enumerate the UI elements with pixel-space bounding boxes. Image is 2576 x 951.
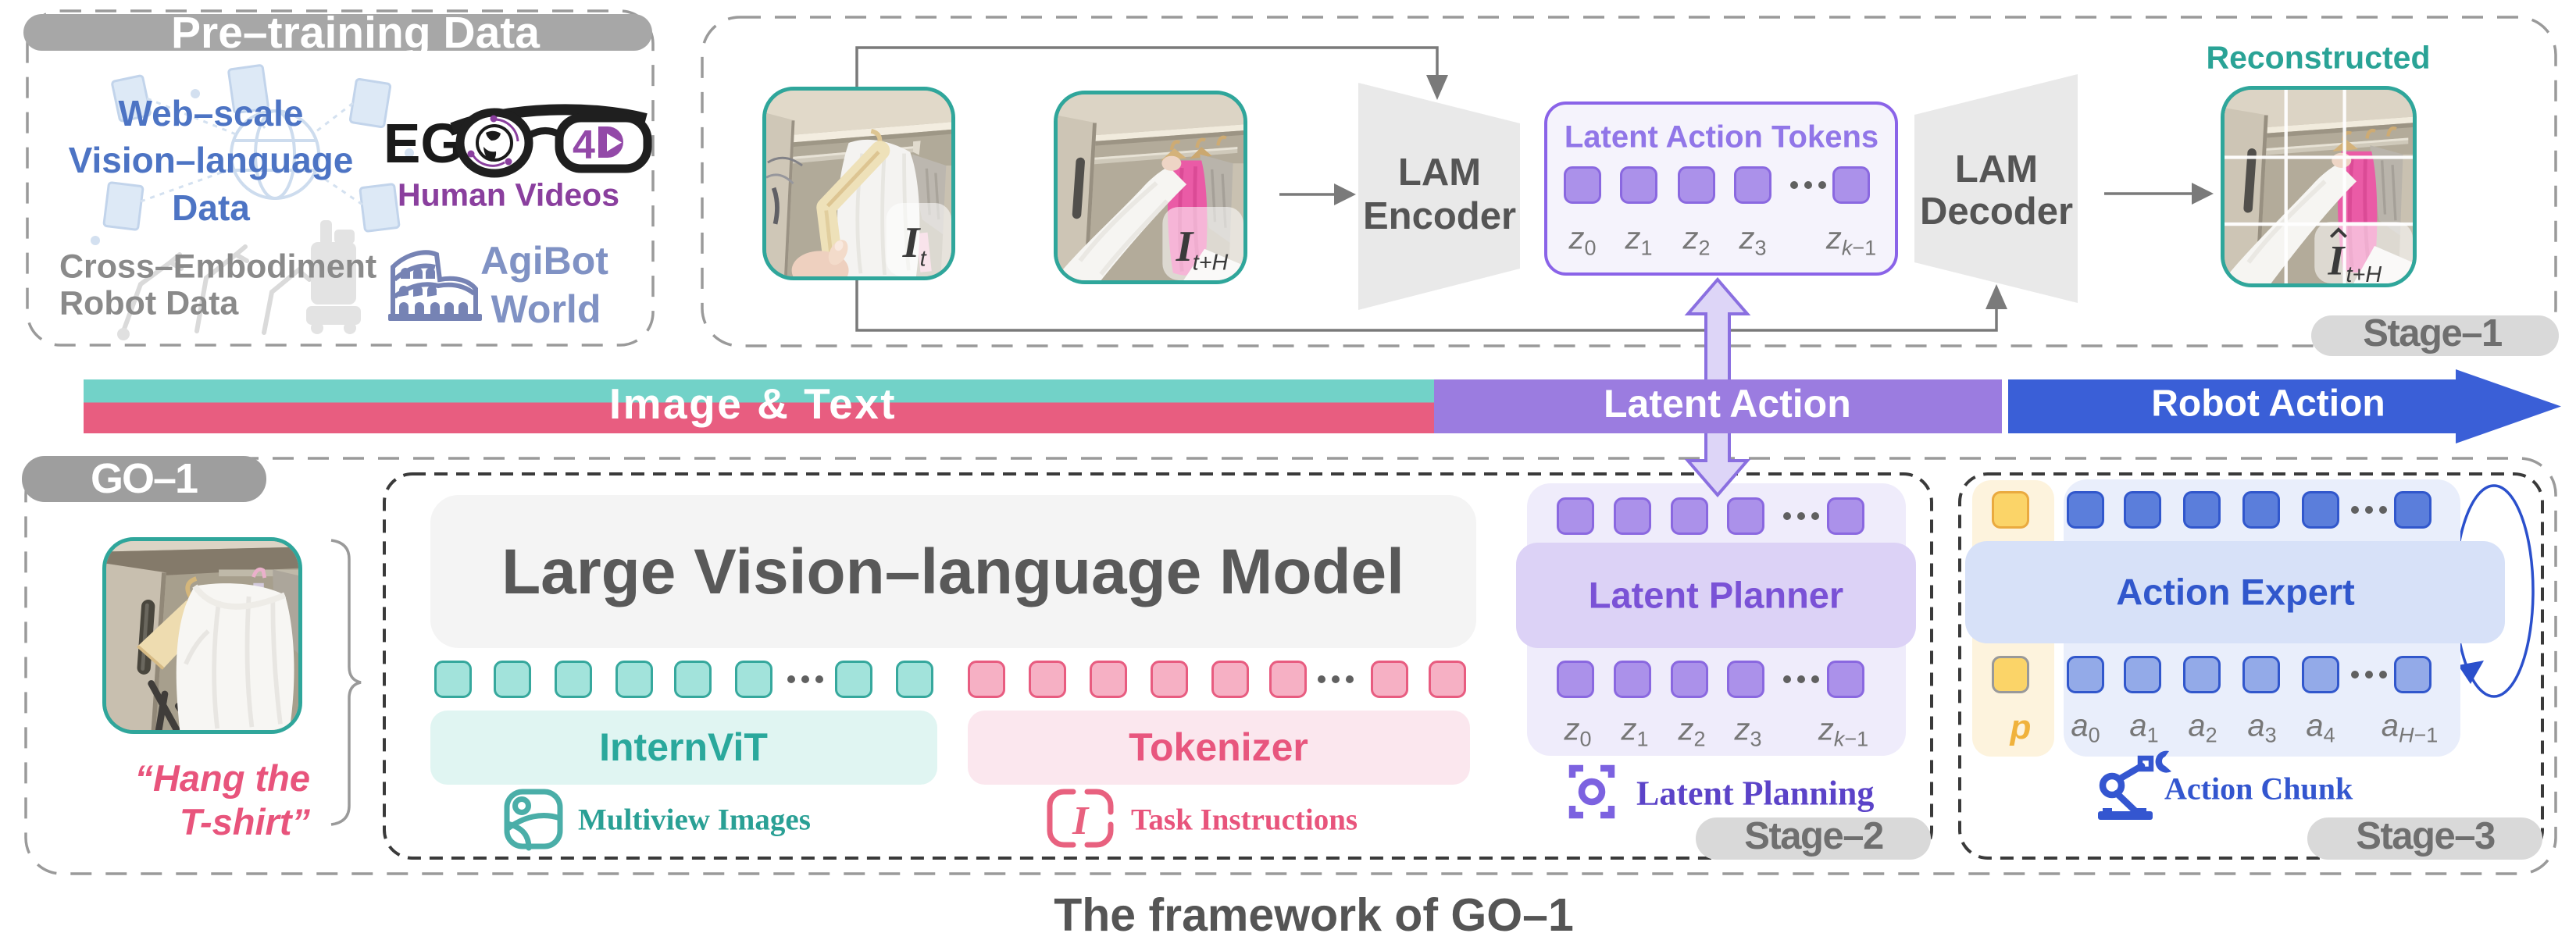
svg-text:I: I bbox=[902, 219, 922, 267]
svg-text:t+H: t+H bbox=[2346, 262, 2382, 283]
svg-text:EG: EG bbox=[384, 113, 464, 175]
svg-text:t: t bbox=[920, 247, 927, 272]
svg-text:4: 4 bbox=[573, 123, 595, 168]
svg-text:I: I bbox=[1072, 799, 1090, 843]
svg-text:I: I bbox=[2328, 237, 2346, 283]
svg-text:I: I bbox=[1176, 223, 1195, 271]
svg-text:t+H: t+H bbox=[1193, 251, 1229, 276]
